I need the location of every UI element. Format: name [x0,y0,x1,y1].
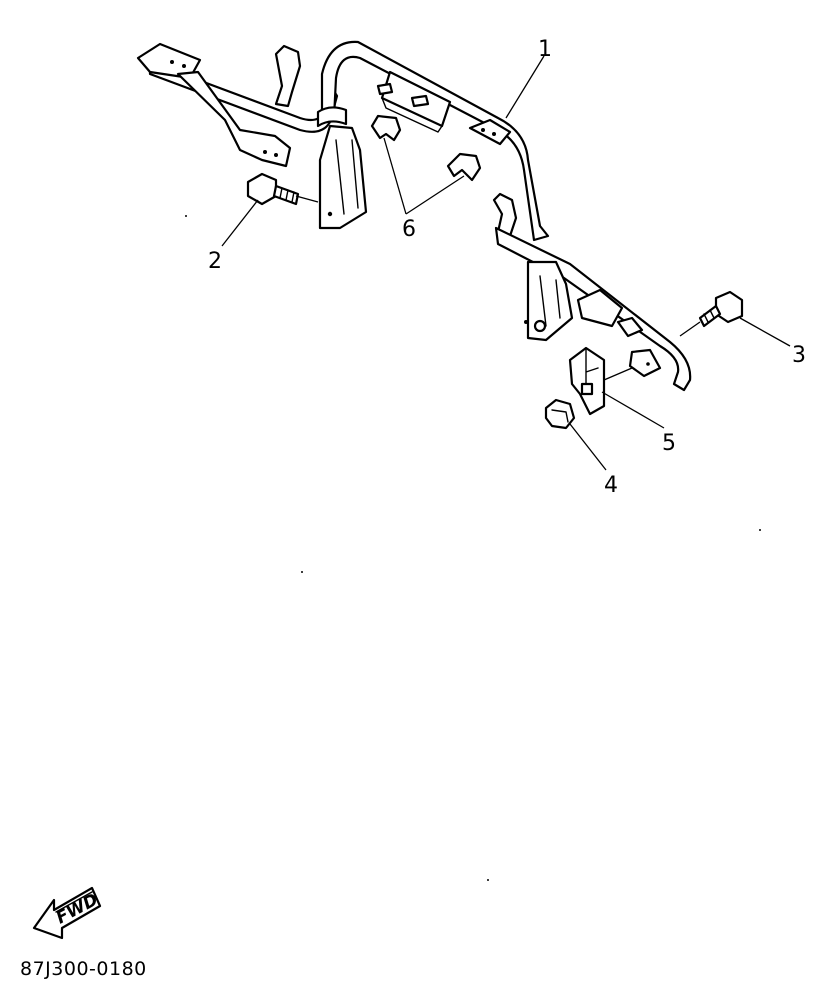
bolt-part-2 [246,172,300,206]
clip-left [370,114,402,142]
right-lower-arm [494,226,692,392]
left-hook [274,44,302,108]
callout-2: 2 [208,249,222,274]
right-mid-plate [576,288,624,328]
callout-5: 5 [662,431,676,456]
clip-right [446,152,482,182]
bolt-part-3 [698,290,744,328]
leader-lines [221,55,791,471]
bracket-frame-part-1 [136,40,692,392]
top-bow-tube [320,40,550,242]
callout-6: 6 [402,217,416,242]
right-end-tab [628,348,662,378]
left-mount-plate [136,42,202,80]
nut-part-4 [544,398,576,430]
left-down-plate [318,124,368,230]
fwd-arrow-icon: FWD [32,886,102,940]
left-clamp [316,106,348,128]
callout-3: 3 [792,343,806,368]
figure-code: 87J300-0180 [20,958,147,980]
right-slot-tab [616,316,644,338]
right-upper-hook [492,192,518,238]
left-diagonal-arm [176,70,292,168]
clip-part-6 [370,114,482,182]
right-top-tab [468,118,512,146]
callout-1: 1 [538,37,552,62]
scan-specks [185,215,761,881]
studs [376,82,430,108]
holder-part-5 [568,346,606,416]
callout-4: 4 [604,473,618,498]
